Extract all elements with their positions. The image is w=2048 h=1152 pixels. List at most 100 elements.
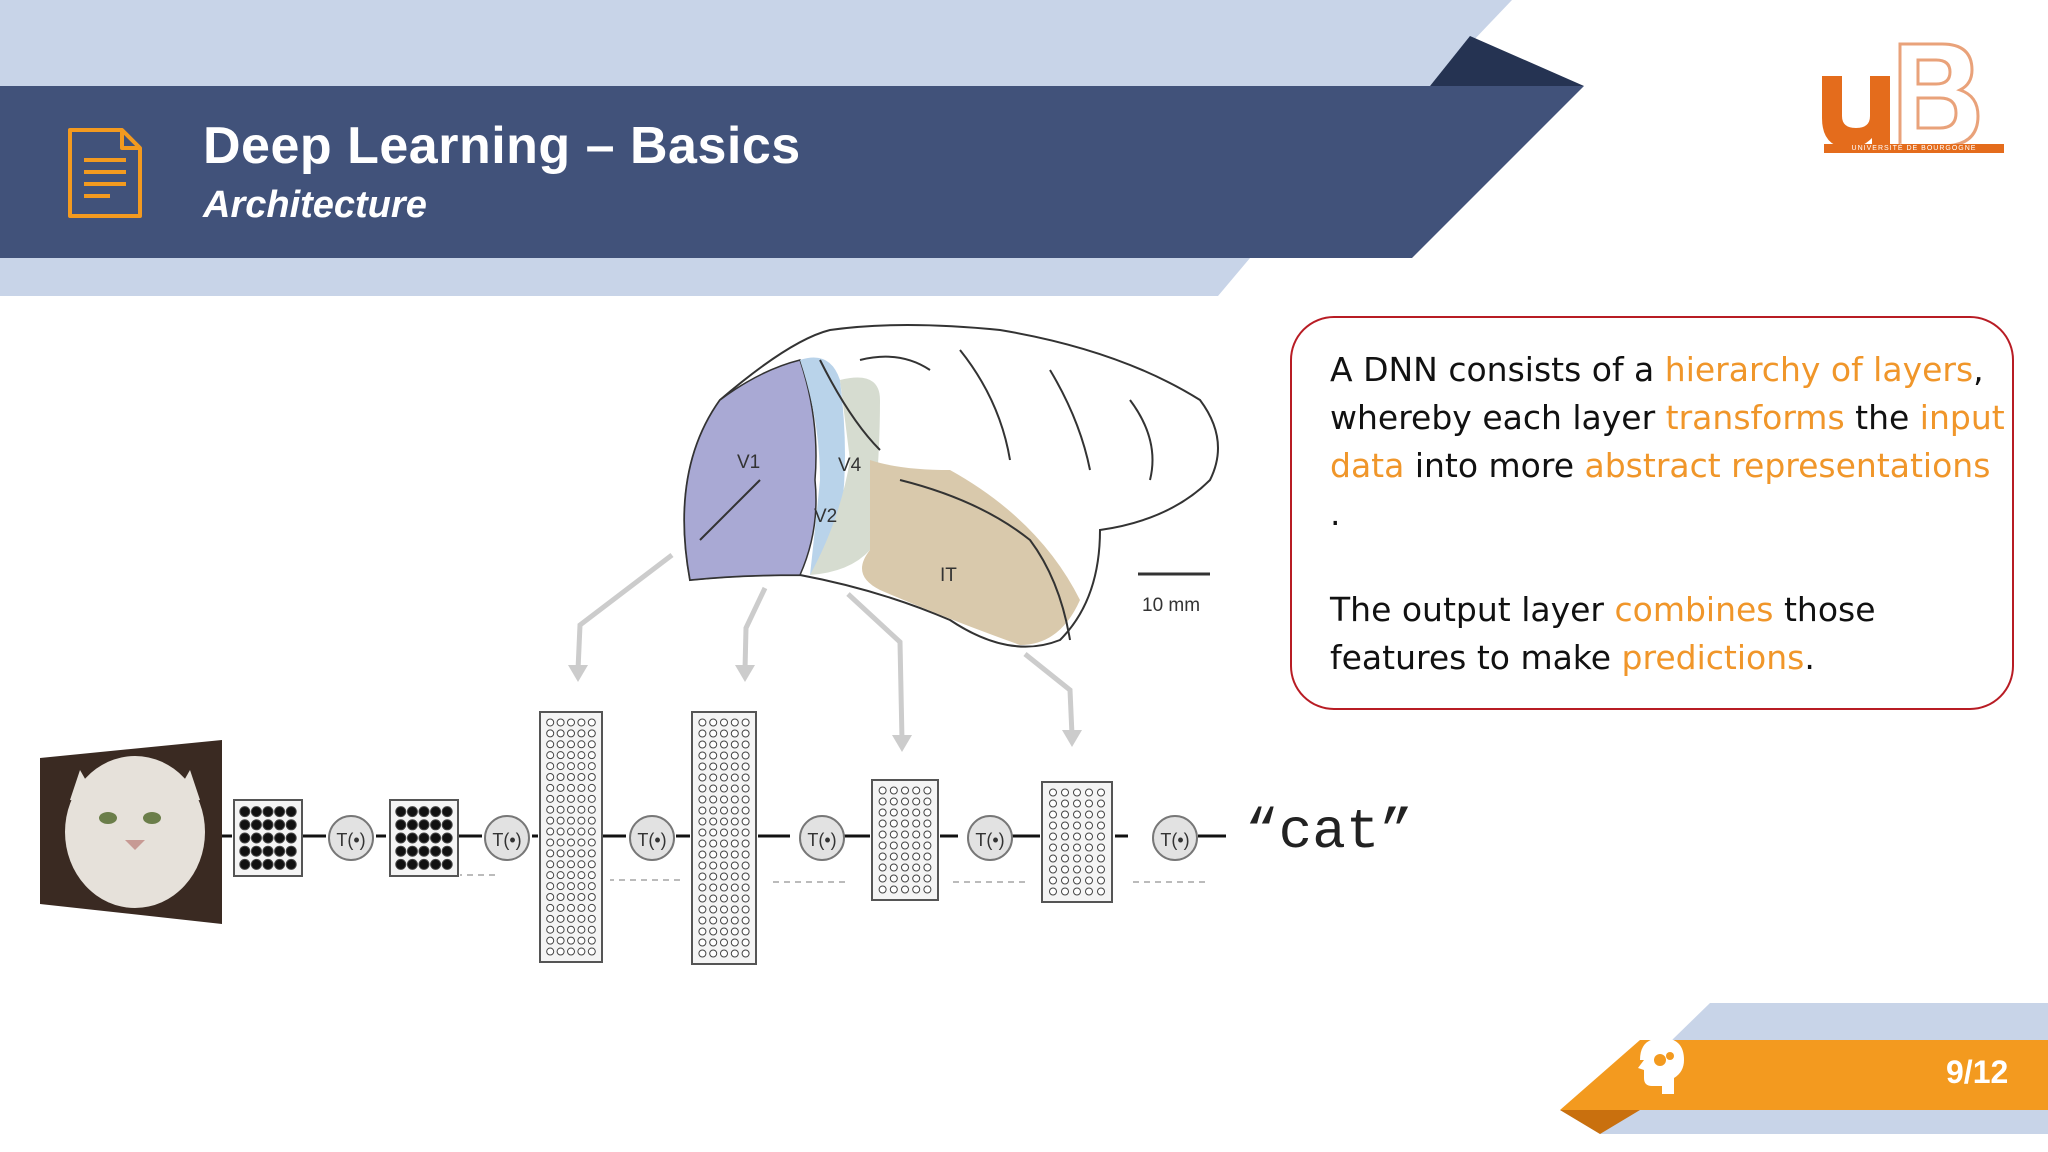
neuron-dot [901,852,909,861]
neuron-dot [912,808,921,817]
neuron-dot [556,718,565,727]
neuron-dot [395,819,407,831]
neuron-dot [1097,799,1105,808]
neuron-dot [567,762,575,771]
neuron-dot [878,797,887,806]
neuron-dot [709,828,718,837]
neuron-dot [720,806,728,815]
neuron-dot [1061,821,1069,830]
neuron-dot [741,839,750,848]
neuron-dot [567,914,575,923]
neuron-dot [587,729,596,738]
neuron-dot [577,903,586,912]
neuron-dot [709,795,718,804]
neuron-dot [698,916,707,925]
neuron-dot [741,938,750,947]
neuron-dot [741,905,750,914]
neuron-dot [556,936,565,945]
neuron-dot [546,936,555,945]
neuron-dot [889,786,898,795]
neuron-dot [250,845,262,857]
p2-segment: those features to make [1330,590,1876,677]
neuron-dot [741,828,750,837]
neuron-dot [577,773,586,781]
neuron-dot [889,841,898,850]
neuron-dot [418,858,430,870]
neuron-dot [1061,832,1069,841]
neuron-dot [441,832,453,844]
neuron-dot [1073,843,1081,852]
neuron-dot [556,729,565,738]
neuron-dot [730,850,739,859]
transform-node [799,815,845,861]
neuron-dot [730,927,739,936]
neuron-dot [720,795,728,804]
neuron-dot [878,786,887,795]
neuron-dot [577,925,586,934]
neuron-dot [1085,865,1093,874]
neuron-dot [250,858,262,870]
transform-label: T(•) [637,830,666,850]
neuron-dot [709,729,718,738]
neuron-dot [406,858,418,870]
neuron-dot [587,805,596,814]
neuron-dot [709,949,718,958]
neuron-dot [741,795,750,804]
neuron-dot [1049,788,1057,797]
header-band-bottom [0,258,1250,296]
neuron-dot [395,832,407,844]
neuron-dot [418,806,430,818]
neuron-dot [720,762,728,771]
neuron-dot [720,894,728,903]
neuron-dot [1097,788,1105,797]
area-label-it: IT [940,565,957,586]
info-callout: A DNN consists of a hierarchy of layers,… [1290,316,2014,710]
university-logo [1822,42,1980,148]
neuron-dot [587,773,596,781]
neuron-dot [730,839,739,848]
neuron-dot [901,797,909,806]
neuron-dot [406,845,418,857]
slide-title: Deep Learning – Basics [203,117,801,175]
neuron-dot [567,751,575,760]
neuron-dot [567,860,575,869]
neuron-dot [441,858,453,870]
neuron-dot [923,885,932,894]
neuron-dot [546,805,555,814]
neuron-dot [577,816,586,825]
neuron-dot [546,860,555,869]
neuron-dot [741,806,750,815]
layer-plate [539,711,603,963]
neuron-dot [556,914,565,923]
header-band-top [0,0,1512,86]
neuron-dot [587,914,596,923]
transform-node [629,815,675,861]
neuron-dot [698,817,707,826]
neuron-dot [418,845,430,857]
neuron-dot [741,718,750,727]
neuron-dot [730,861,739,870]
neuron-dot [912,885,921,894]
neuron-dot [1073,854,1081,863]
neuron-dot [730,938,739,947]
neuron-dot [889,874,898,883]
neuron-dot [546,816,555,825]
neuron-dot [567,838,575,847]
neuron-dot [546,903,555,912]
neuron-dot [1049,876,1057,885]
neuron-dot [698,872,707,881]
neuron-dot [720,861,728,870]
neuron-dot [698,729,707,738]
neuron-dot [720,784,728,793]
logo-subtext: UNIVERSITÉ DE BOURGOGNE [1824,144,2004,153]
neuron-dot [730,751,739,760]
neuron-dot [741,740,750,749]
neuron-dot [709,861,718,870]
neuron-dot [901,863,909,872]
neuron-dot [556,773,565,781]
neuron-dot [741,949,750,958]
neuron-dot [556,947,565,956]
neuron-dot [720,938,728,947]
neuron-dot [923,797,932,806]
neuron-dot [889,863,898,872]
